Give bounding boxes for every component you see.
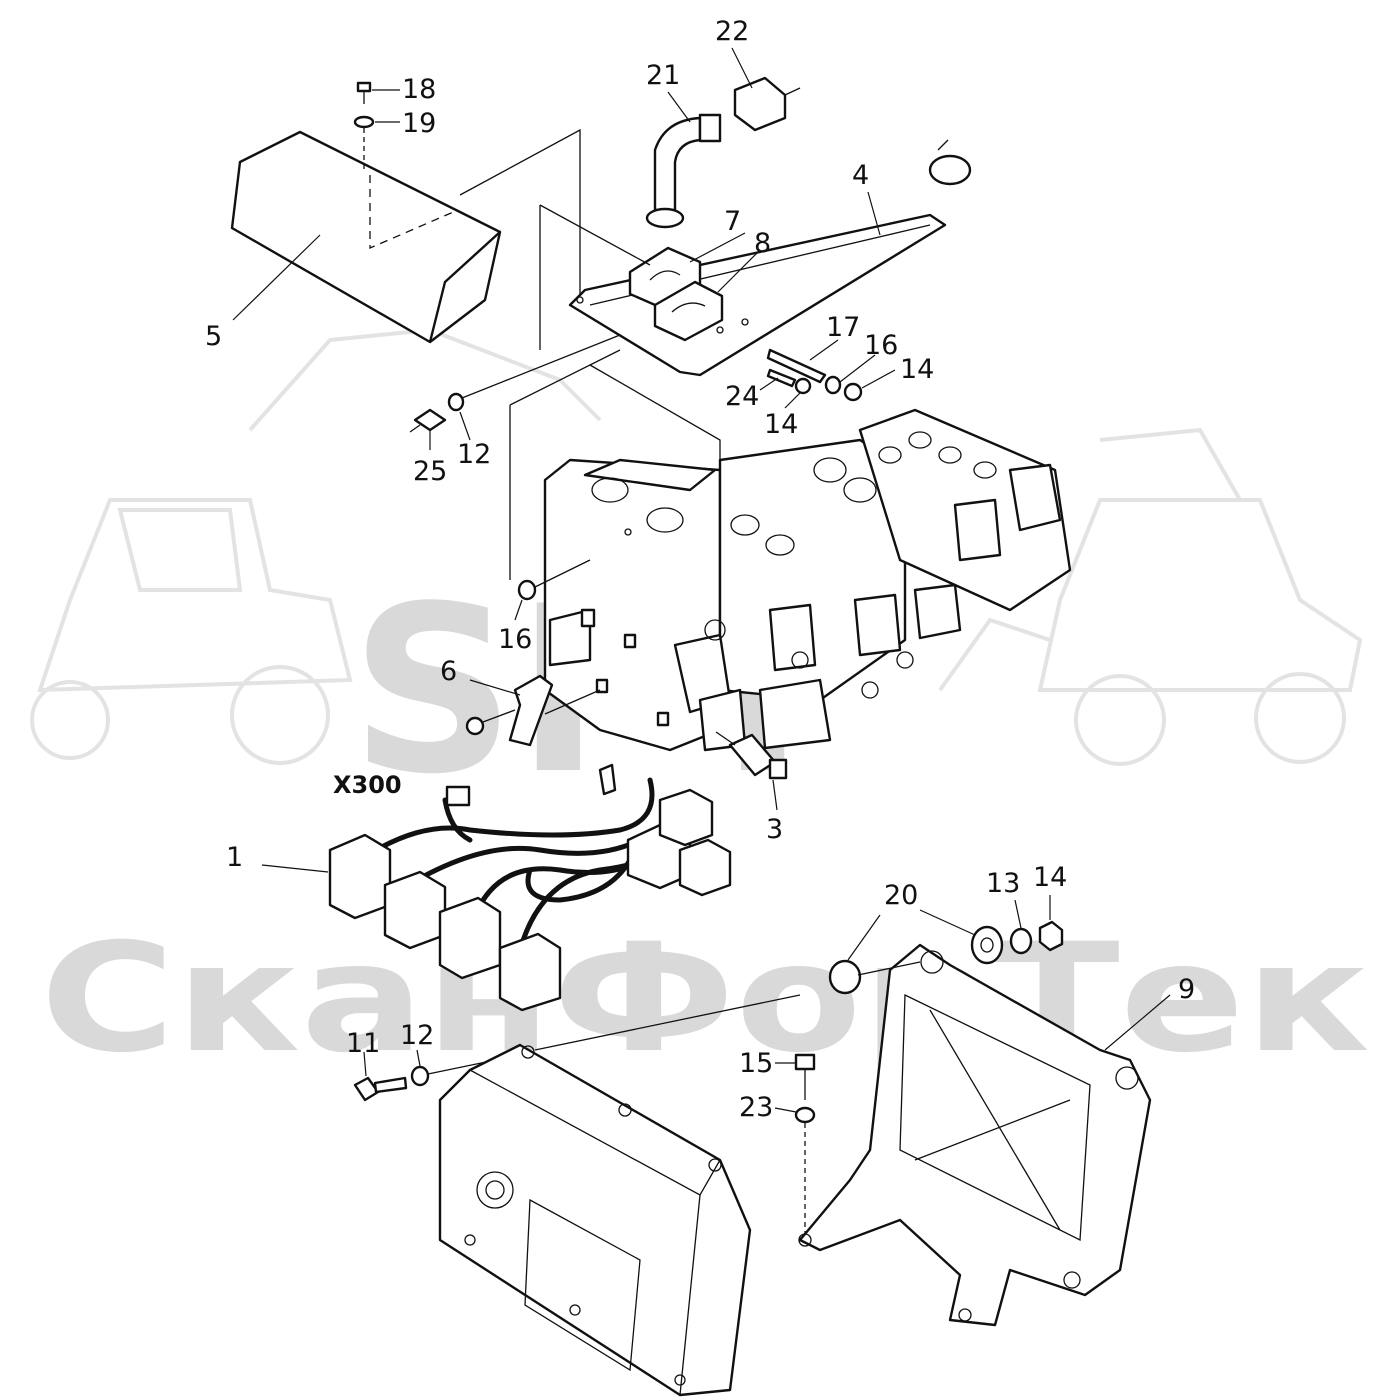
part-25-bolt[interactable] (409, 408, 447, 433)
callout-22: 22 (715, 16, 749, 47)
callout-7: 7 (724, 206, 741, 237)
part-14-nut-upper-a[interactable] (794, 377, 812, 395)
part-21-pipe-elbow[interactable] (645, 113, 722, 229)
assembly-line-spacer (857, 961, 921, 976)
callout-11: 11 (346, 1028, 380, 1059)
part-13-washer[interactable] (1009, 927, 1033, 955)
part-1-wiring-harness[interactable] (328, 763, 732, 1012)
part-20-spacer-right[interactable] (970, 925, 1004, 965)
part-16-washer-upper[interactable] (824, 375, 842, 395)
callout-15: 15 (739, 1048, 773, 1079)
callout-21: 21 (646, 60, 680, 91)
part-22-nut[interactable] (733, 76, 801, 132)
callout-17: 17 (826, 312, 860, 343)
callout-18: 18 (402, 74, 436, 105)
watermark-loader-right (938, 427, 1363, 766)
part-5-cover[interactable] (230, 128, 581, 344)
callout-3: 3 (766, 814, 783, 845)
callout-25: 25 (413, 456, 447, 487)
part-23-washer[interactable] (794, 1106, 816, 1235)
callout-13: 13 (986, 868, 1020, 899)
leader-lines (232, 47, 1171, 1113)
callout-16-left: 16 (498, 624, 532, 655)
callout-14-upper-right: 14 (900, 354, 934, 385)
assembly-lines-upper (461, 204, 721, 580)
part-24-stud[interactable] (766, 368, 797, 388)
callout-5: 5 (205, 321, 222, 352)
main-valve-block[interactable] (543, 408, 1072, 752)
callout-1: 1 (226, 842, 243, 873)
callout-19: 19 (402, 108, 436, 139)
part-3-sensor[interactable] (715, 731, 788, 780)
control-unit-ecu[interactable] (438, 1043, 752, 1397)
callout-23: 23 (739, 1092, 773, 1123)
part-8-clamp-half[interactable] (653, 280, 724, 342)
callout-16-upper: 16 (864, 330, 898, 361)
part-15-bolt[interactable] (794, 1053, 816, 1100)
part-14-nut-upper-b[interactable] (843, 382, 863, 402)
callout-14-upper-left: 14 (764, 409, 798, 440)
part-17-stud[interactable] (766, 348, 827, 384)
part-19-washer[interactable] (353, 115, 375, 172)
part-6-bracket[interactable] (508, 674, 554, 747)
callout-14-lower: 14 (1033, 862, 1067, 893)
part-12-washer-lower[interactable] (410, 1065, 430, 1087)
callout-12-upper: 12 (457, 439, 491, 470)
callout-labels: 22 21 4 7 8 5 18 19 17 16 14 24 14 25 12… (205, 16, 1195, 1123)
callout-24: 24 (725, 381, 759, 412)
part-11-bolt[interactable] (353, 1076, 408, 1102)
callout-9: 9 (1178, 974, 1195, 1005)
callout-20: 20 (884, 880, 918, 911)
part-16-washer-left[interactable] (517, 559, 591, 601)
callout-12-lower: 12 (400, 1020, 434, 1051)
connector-tag-x300: X300 (333, 771, 402, 799)
part-6-nut[interactable] (465, 689, 601, 736)
part-18-screw[interactable] (356, 81, 372, 104)
part-20-spacer-left[interactable] (828, 959, 862, 995)
part-14-nut-lower[interactable] (1038, 920, 1064, 952)
part-12-washer-upper[interactable] (447, 392, 465, 412)
callout-4: 4 (852, 160, 869, 191)
part-9-mounting-frame[interactable] (798, 943, 1152, 1327)
hose-clamp[interactable] (928, 139, 972, 186)
watermark-company: СканФорТек (40, 912, 1370, 1086)
callout-8: 8 (754, 228, 771, 259)
callout-6: 6 (440, 656, 457, 687)
